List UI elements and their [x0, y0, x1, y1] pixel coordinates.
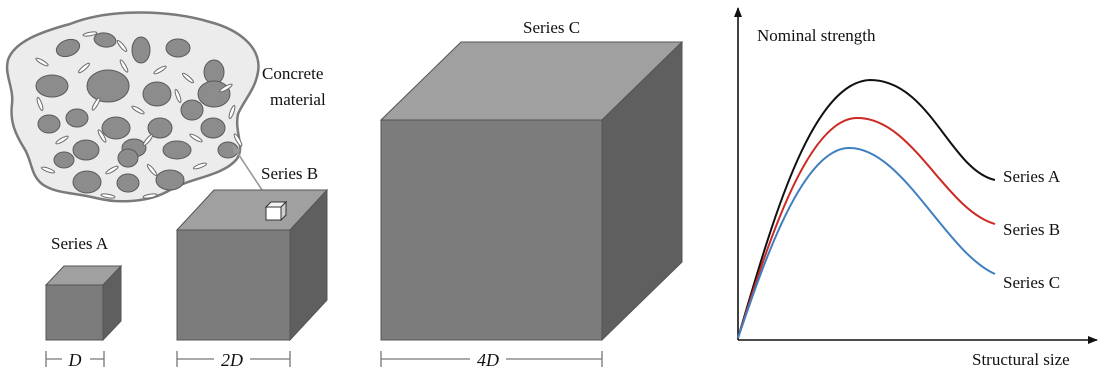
aggregate-flake	[153, 65, 167, 75]
aggregate-particle	[117, 148, 139, 168]
aggregate-particle	[65, 108, 89, 128]
aggregate-flake	[36, 96, 44, 112]
aggregate-particle	[147, 117, 173, 139]
aggregate-flake	[116, 40, 128, 52]
aggregate-flake	[219, 83, 233, 93]
aggregate-flake	[40, 166, 56, 174]
concrete-material-sample	[5, 11, 260, 203]
aggregate-flake	[82, 31, 98, 37]
dimension-2d-label: 2D	[221, 350, 243, 370]
aggregate-particle	[55, 38, 81, 58]
aggregate-particle	[116, 173, 140, 193]
cube-series-c	[379, 40, 684, 342]
series-b-label: Series B	[261, 164, 318, 183]
aggregate-particle	[180, 99, 204, 121]
aggregate-flake	[182, 72, 194, 84]
aggregate-flake	[119, 59, 129, 73]
size-effect-chart: Nominal strength Structural size Series …	[734, 7, 1098, 369]
aggregate-flake	[100, 193, 116, 199]
aggregate-particle	[162, 140, 192, 160]
aggregate-particle	[72, 139, 100, 161]
curve-series-b	[737, 116, 996, 339]
aggregate-particle	[86, 69, 130, 103]
aggregate-particle	[131, 36, 151, 64]
cube-b-front	[176, 229, 291, 341]
aggregate-flake	[105, 165, 119, 175]
curve-label-series-b: Series B	[1003, 220, 1060, 239]
curve-label-series-c: Series C	[1003, 273, 1060, 292]
curve-label-series-a: Series A	[1003, 167, 1061, 186]
x-axis-label: Structural size	[972, 350, 1070, 369]
aggregate-flake	[189, 133, 203, 143]
aggregate-flake	[131, 105, 145, 115]
aggregate-flake	[174, 88, 182, 104]
aggregate-particle	[72, 170, 102, 194]
cube-series-b	[175, 188, 329, 342]
aggregate-particle	[37, 114, 61, 134]
aggregate-particle	[165, 38, 191, 58]
aggregate-particle	[53, 151, 75, 169]
series-a-label: Series A	[51, 234, 109, 253]
aggregate-flake	[192, 162, 208, 170]
dimension-4d-label: 4D	[477, 350, 499, 370]
aggregate-flake	[142, 134, 154, 146]
aggregate-flake	[78, 62, 90, 74]
cube-a-front	[45, 284, 104, 341]
aggregate-particle	[35, 74, 69, 98]
aggregate-flake	[142, 193, 158, 199]
aggregate-particles	[35, 31, 243, 199]
aggregate-particle	[142, 81, 172, 107]
aggregate-flake	[146, 164, 158, 176]
aggregate-flake	[35, 57, 49, 67]
y-axis-label: Nominal strength	[757, 26, 876, 45]
aggregate-particle	[200, 117, 226, 139]
aggregate-particle	[155, 169, 185, 191]
material-label-line1: Concrete	[262, 64, 323, 83]
curve-series-a	[737, 78, 996, 339]
aggregate-particle	[93, 32, 117, 48]
sample-cube	[264, 200, 288, 222]
curve-series-c	[737, 146, 996, 339]
series-c-label: Series C	[523, 18, 580, 37]
cube-series-a	[44, 264, 123, 342]
aggregate-particle	[197, 80, 231, 108]
cube-c-front	[380, 119, 603, 341]
aggregate-flake	[228, 104, 236, 120]
aggregate-flake	[55, 135, 69, 145]
aggregate-particle	[101, 116, 131, 140]
dimension-d-label: D	[68, 350, 82, 370]
aggregate-flake	[91, 97, 101, 111]
aggregate-particle	[203, 59, 225, 85]
aggregate-flake	[233, 133, 243, 147]
material-label-line2: material	[270, 90, 326, 109]
aggregate-flake	[97, 129, 107, 143]
